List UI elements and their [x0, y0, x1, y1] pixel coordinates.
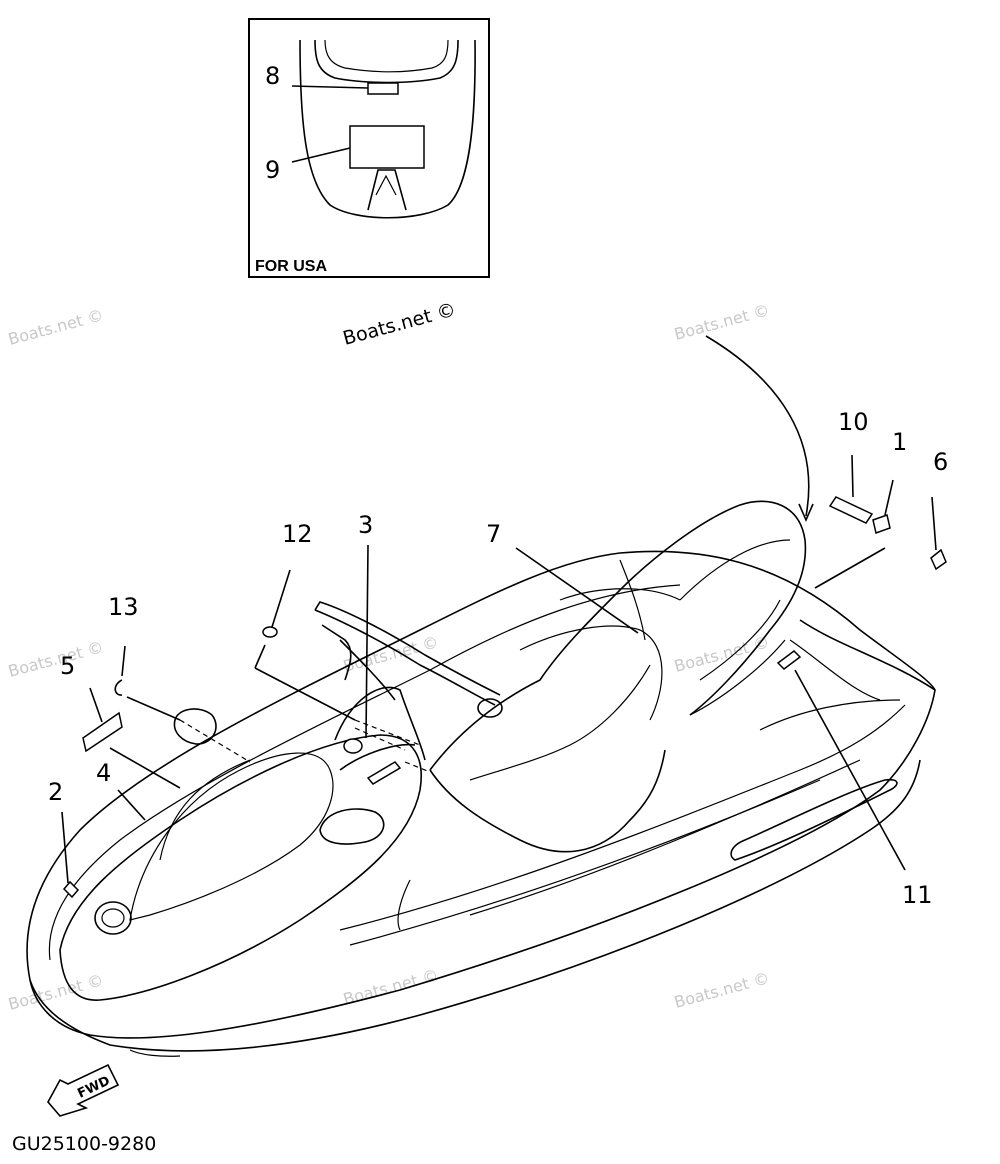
diagram-code: GU25100-9280 — [12, 1133, 156, 1155]
watermark-bottom-right: Boats.net © — [672, 968, 771, 1012]
watermark-bottom-left: Boats.net © — [6, 970, 105, 1014]
watermark-mid-left: Boats.net © — [6, 637, 105, 681]
watermark-mid-center: Boats.net © — [341, 632, 440, 676]
part-12-ring — [262, 626, 278, 638]
inset-label-8: 8 — [265, 62, 280, 90]
leader-lines — [61, 454, 937, 884]
inset-label-9: 9 — [265, 156, 280, 184]
watermark-group: Boats.net © Boats.net © Boats.net © Boat… — [6, 299, 771, 1014]
callout-3: 3 — [358, 511, 373, 539]
callout-10: 10 — [838, 408, 869, 436]
watercraft-outline — [26, 500, 936, 1057]
part-3-ring — [343, 738, 363, 754]
callout-13: 13 — [108, 593, 139, 621]
part-2-decal — [62, 880, 80, 899]
part-13-clip — [114, 679, 123, 696]
part-11-decal — [776, 650, 802, 670]
callout-12: 12 — [282, 520, 313, 548]
callout-4: 4 — [96, 759, 111, 787]
part-10-decal — [828, 496, 874, 524]
part-4-decal — [366, 761, 402, 785]
part-1-decal — [872, 514, 891, 534]
decal-parts — [62, 496, 947, 899]
inset-for-usa: 8 9 FOR USA — [248, 18, 490, 278]
callout-5: 5 — [60, 652, 75, 680]
watermark-top-right: Boats.net © — [672, 300, 771, 344]
part-5-decal — [82, 711, 123, 753]
watermark-top-left: Boats.net © — [6, 305, 105, 349]
callout-6: 6 — [933, 448, 948, 476]
fwd-arrow-icon: FWD — [47, 1063, 120, 1117]
callout-2: 2 — [48, 778, 63, 806]
callout-labels: 10 1 6 7 3 12 13 5 4 2 11 — [48, 408, 948, 909]
callout-1: 1 — [892, 428, 907, 456]
watermark-bottom-center: Boats.net © — [341, 965, 440, 1009]
callout-11: 11 — [902, 881, 933, 909]
callout-7: 7 — [486, 520, 501, 548]
inset-caption: FOR USA — [255, 258, 327, 275]
watermark-main: Boats.net © — [341, 299, 459, 350]
part-6-decal — [930, 548, 947, 571]
inset-pointer-arrow — [705, 335, 810, 517]
